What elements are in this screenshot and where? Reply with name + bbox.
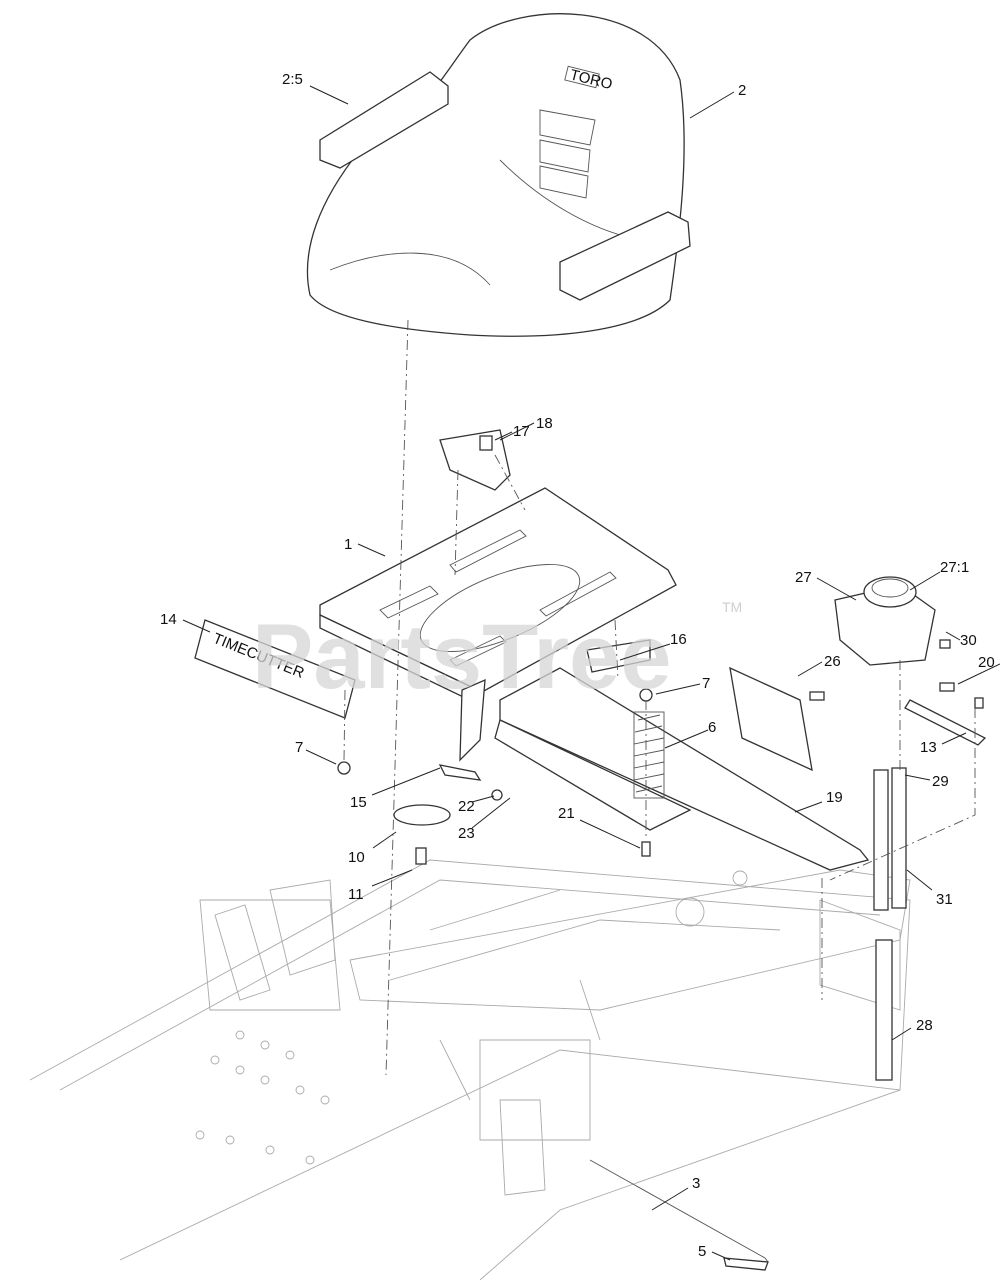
callout-2-5: 2:5: [282, 71, 303, 88]
callout-23: 23: [458, 825, 475, 842]
callout-26: 26: [824, 653, 841, 670]
small-parts: [337, 429, 984, 865]
callout-14: 14: [160, 611, 177, 628]
seat-bracket: [494, 667, 870, 871]
callout-15: 15: [350, 794, 367, 811]
leader-lines: [182, 85, 1000, 1261]
bracket-13: [904, 699, 987, 746]
seat-plate: [319, 487, 677, 762]
callout-labels: 2:5 2 17 18 1 14 16 7 7 6 27 27:1 30 26 …: [160, 71, 995, 1260]
callout-3: 3: [692, 1175, 700, 1192]
callout-10: 10: [348, 849, 365, 866]
callout-30: 30: [960, 632, 977, 649]
callout-17: 17: [513, 423, 530, 440]
callout-19: 19: [826, 789, 843, 806]
cable: [589, 1159, 769, 1271]
callout-11: 11: [348, 886, 364, 903]
callout-1: 1: [344, 536, 352, 553]
callout-31: 31: [936, 891, 953, 908]
callout-29: 29: [932, 773, 949, 790]
callout-18: 18: [536, 415, 553, 432]
callout-27-1: 27:1: [940, 559, 969, 576]
callout-16: 16: [670, 631, 687, 648]
spring: [633, 711, 665, 799]
callout-22: 22: [458, 798, 475, 815]
callout-5: 5: [698, 1243, 706, 1260]
mower-frame: [29, 859, 911, 1280]
reservoir: [834, 576, 936, 666]
plate-26: [729, 666, 813, 772]
callout-27: 27: [795, 569, 812, 586]
callout-7-right: 7: [702, 675, 710, 692]
callout-6: 6: [708, 719, 716, 736]
callout-2: 2: [738, 82, 746, 99]
seat: TORO: [306, 13, 691, 337]
watermark-text: PartsTree: [252, 606, 671, 708]
watermark-trademark: TM: [722, 599, 742, 615]
callout-21: 21: [558, 805, 575, 822]
callout-20: 20: [978, 654, 995, 671]
callout-28: 28: [916, 1017, 933, 1034]
callout-7-left: 7: [295, 739, 303, 756]
tubes: [873, 767, 907, 1081]
assembly-lines: [343, 319, 976, 1076]
callout-13: 13: [920, 739, 937, 756]
